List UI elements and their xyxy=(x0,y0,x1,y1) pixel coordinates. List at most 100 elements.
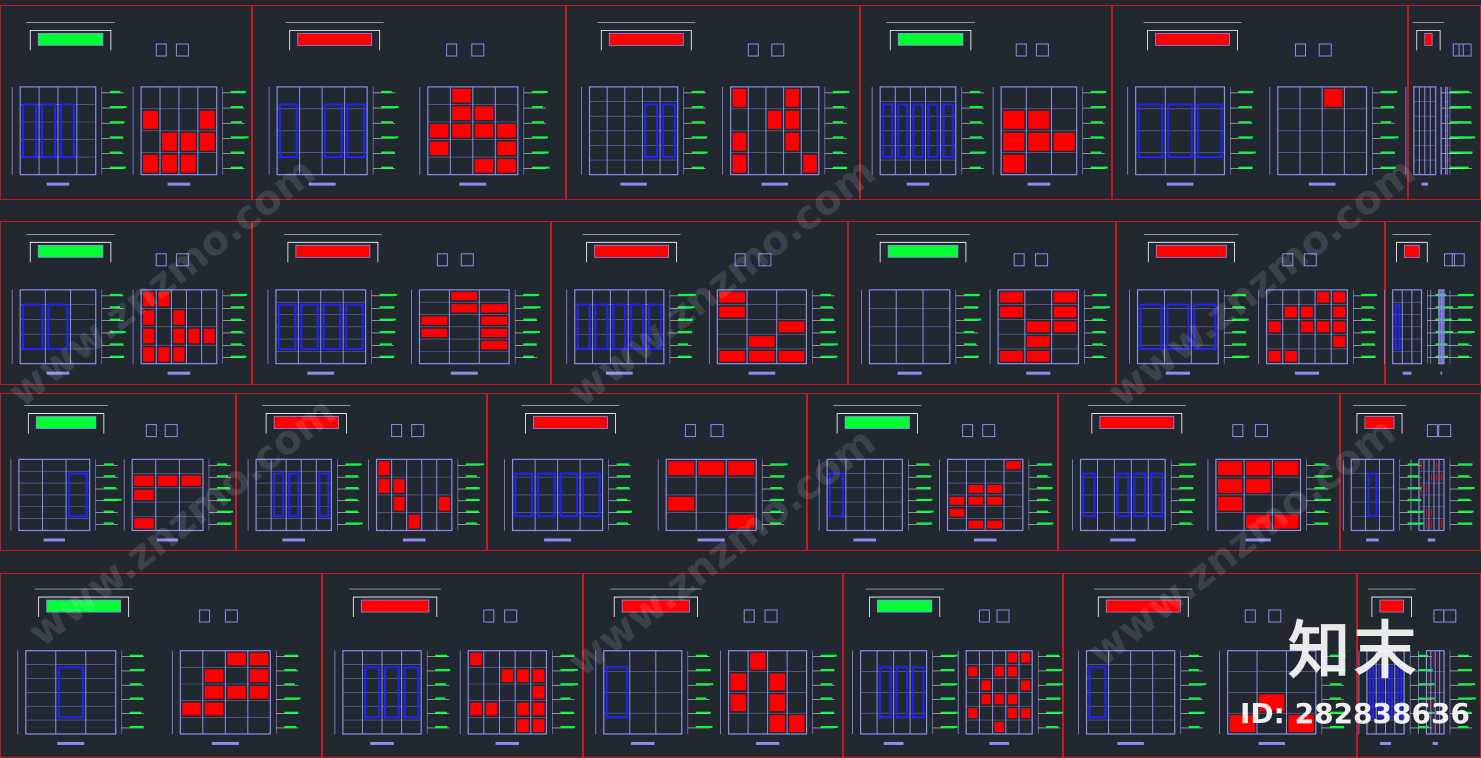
plan-wall xyxy=(600,29,692,51)
plan-cabinet-outline xyxy=(1105,599,1181,613)
hanging-clothes-fill xyxy=(227,686,246,699)
annotation-label-mark xyxy=(1238,121,1252,124)
plan-cabinet-fill xyxy=(297,33,372,46)
hanging-clothes-fill xyxy=(987,520,1003,529)
view-title-mark xyxy=(450,371,478,375)
plan-cabinet-fill xyxy=(46,600,121,613)
annotation-label-mark xyxy=(1090,121,1103,124)
annotation-label-mark xyxy=(1092,318,1104,321)
annotation-label-mark xyxy=(916,522,933,525)
cabinet-outline xyxy=(19,289,97,365)
annotation-label-mark xyxy=(230,318,242,321)
annotation-label-mark xyxy=(940,668,955,671)
drawing-sheet-frame xyxy=(236,393,487,551)
hanging-clothes-fill xyxy=(1003,132,1025,151)
hanging-clothes-fill xyxy=(1007,652,1017,663)
annotation-label-mark xyxy=(1418,654,1429,657)
hanging-clothes-fill xyxy=(188,328,200,344)
annotation-label-mark xyxy=(230,330,243,333)
hanging-clothes-fill xyxy=(1028,110,1050,129)
plan-cabinet-fill xyxy=(877,600,932,613)
annotation-label-mark xyxy=(129,725,144,728)
plan-cabinet-outline xyxy=(37,32,104,46)
annotation-label-mark xyxy=(832,151,844,154)
hanging-clothes-fill xyxy=(767,110,782,129)
hanging-clothes-fill xyxy=(180,132,196,151)
view-title-mark xyxy=(605,371,633,375)
hanging-clothes-fill xyxy=(1028,132,1050,151)
annotation-label-mark xyxy=(695,711,711,714)
hanging-clothes-fill xyxy=(785,110,800,129)
plan-cabinet-outline xyxy=(1424,32,1433,46)
view-title-mark xyxy=(1027,182,1051,186)
annotation-label-mark xyxy=(1449,121,1463,124)
grid-symbol xyxy=(1458,43,1472,57)
annotation-label-mark xyxy=(963,330,974,333)
plan-cabinet-outline xyxy=(594,244,670,258)
view-title-mark xyxy=(1294,371,1320,375)
hanging-clothes-fill xyxy=(173,328,185,344)
plan-cabinet-outline xyxy=(1379,599,1404,613)
view-title-mark xyxy=(883,741,904,745)
annotation-label-mark xyxy=(820,293,832,296)
annotation-label-mark xyxy=(560,683,579,686)
annotation-label-mark xyxy=(129,683,142,686)
annotation-label-mark xyxy=(820,306,833,309)
door-panel xyxy=(1167,103,1193,159)
annotation-label-mark xyxy=(345,498,358,501)
hanging-clothes-fill xyxy=(732,88,747,107)
annotation-label-mark xyxy=(691,90,705,93)
hanging-clothes-fill xyxy=(1274,461,1299,476)
annotation-label-mark xyxy=(691,106,704,109)
grid-symbol xyxy=(710,424,724,438)
view-title-mark xyxy=(761,182,788,186)
plan-cabinet-fill xyxy=(1424,33,1433,46)
view-title-mark xyxy=(631,741,655,745)
annotation-label-mark xyxy=(820,330,836,333)
door-panel xyxy=(644,103,659,159)
annotation-label-mark xyxy=(770,498,785,501)
hanging-clothes-fill xyxy=(749,350,775,362)
annotation-label-mark xyxy=(379,355,395,358)
annotation-label-mark xyxy=(284,683,295,686)
hanging-clothes-fill xyxy=(134,518,154,529)
plan-cabinet-outline xyxy=(1155,32,1230,46)
view-title-mark xyxy=(853,538,877,542)
hanging-clothes-fill xyxy=(968,485,984,493)
annotation-label-mark xyxy=(832,136,844,139)
hanging-clothes-fill xyxy=(1274,514,1299,529)
view-title-mark xyxy=(1440,371,1443,375)
plan-cabinet-fill xyxy=(274,416,339,429)
annotation-label-mark xyxy=(230,343,242,346)
door-panel xyxy=(346,103,366,159)
annotation-label-mark xyxy=(940,725,958,728)
grid-symbol xyxy=(460,253,474,267)
annotation-label-mark xyxy=(820,355,838,358)
view-title-mark xyxy=(167,371,191,375)
plan-cabinet-outline xyxy=(887,244,959,258)
hanging-clothes-fill xyxy=(1053,321,1077,333)
plan-cabinet-fill xyxy=(36,416,96,429)
view-title-mark xyxy=(46,371,70,375)
annotation-label-mark xyxy=(435,654,448,657)
view-title-mark xyxy=(1110,538,1136,542)
annotation-label-mark xyxy=(1179,498,1196,501)
hanging-clothes-fill xyxy=(497,141,516,156)
hanging-clothes-fill xyxy=(1053,306,1077,318)
hanging-clothes-fill xyxy=(1288,715,1314,732)
annotation-label-mark xyxy=(465,463,484,466)
annotation-label-mark xyxy=(1361,343,1375,346)
annotation-label-mark xyxy=(560,725,575,728)
hanging-clothes-fill xyxy=(1317,291,1330,303)
hanging-clothes-fill xyxy=(769,673,786,691)
detail-symbol xyxy=(155,43,167,57)
hanging-clothes-fill xyxy=(730,694,747,712)
annotation-label-mark xyxy=(1188,711,1205,714)
annotation-label-mark xyxy=(1090,166,1108,169)
annotation-label-mark xyxy=(940,654,958,657)
annotation-label-mark xyxy=(1361,306,1374,309)
annotation-label-mark xyxy=(109,90,121,93)
plan-wall xyxy=(525,413,616,434)
annotation-label-mark xyxy=(1090,151,1102,154)
hanging-clothes-fill xyxy=(438,496,450,511)
